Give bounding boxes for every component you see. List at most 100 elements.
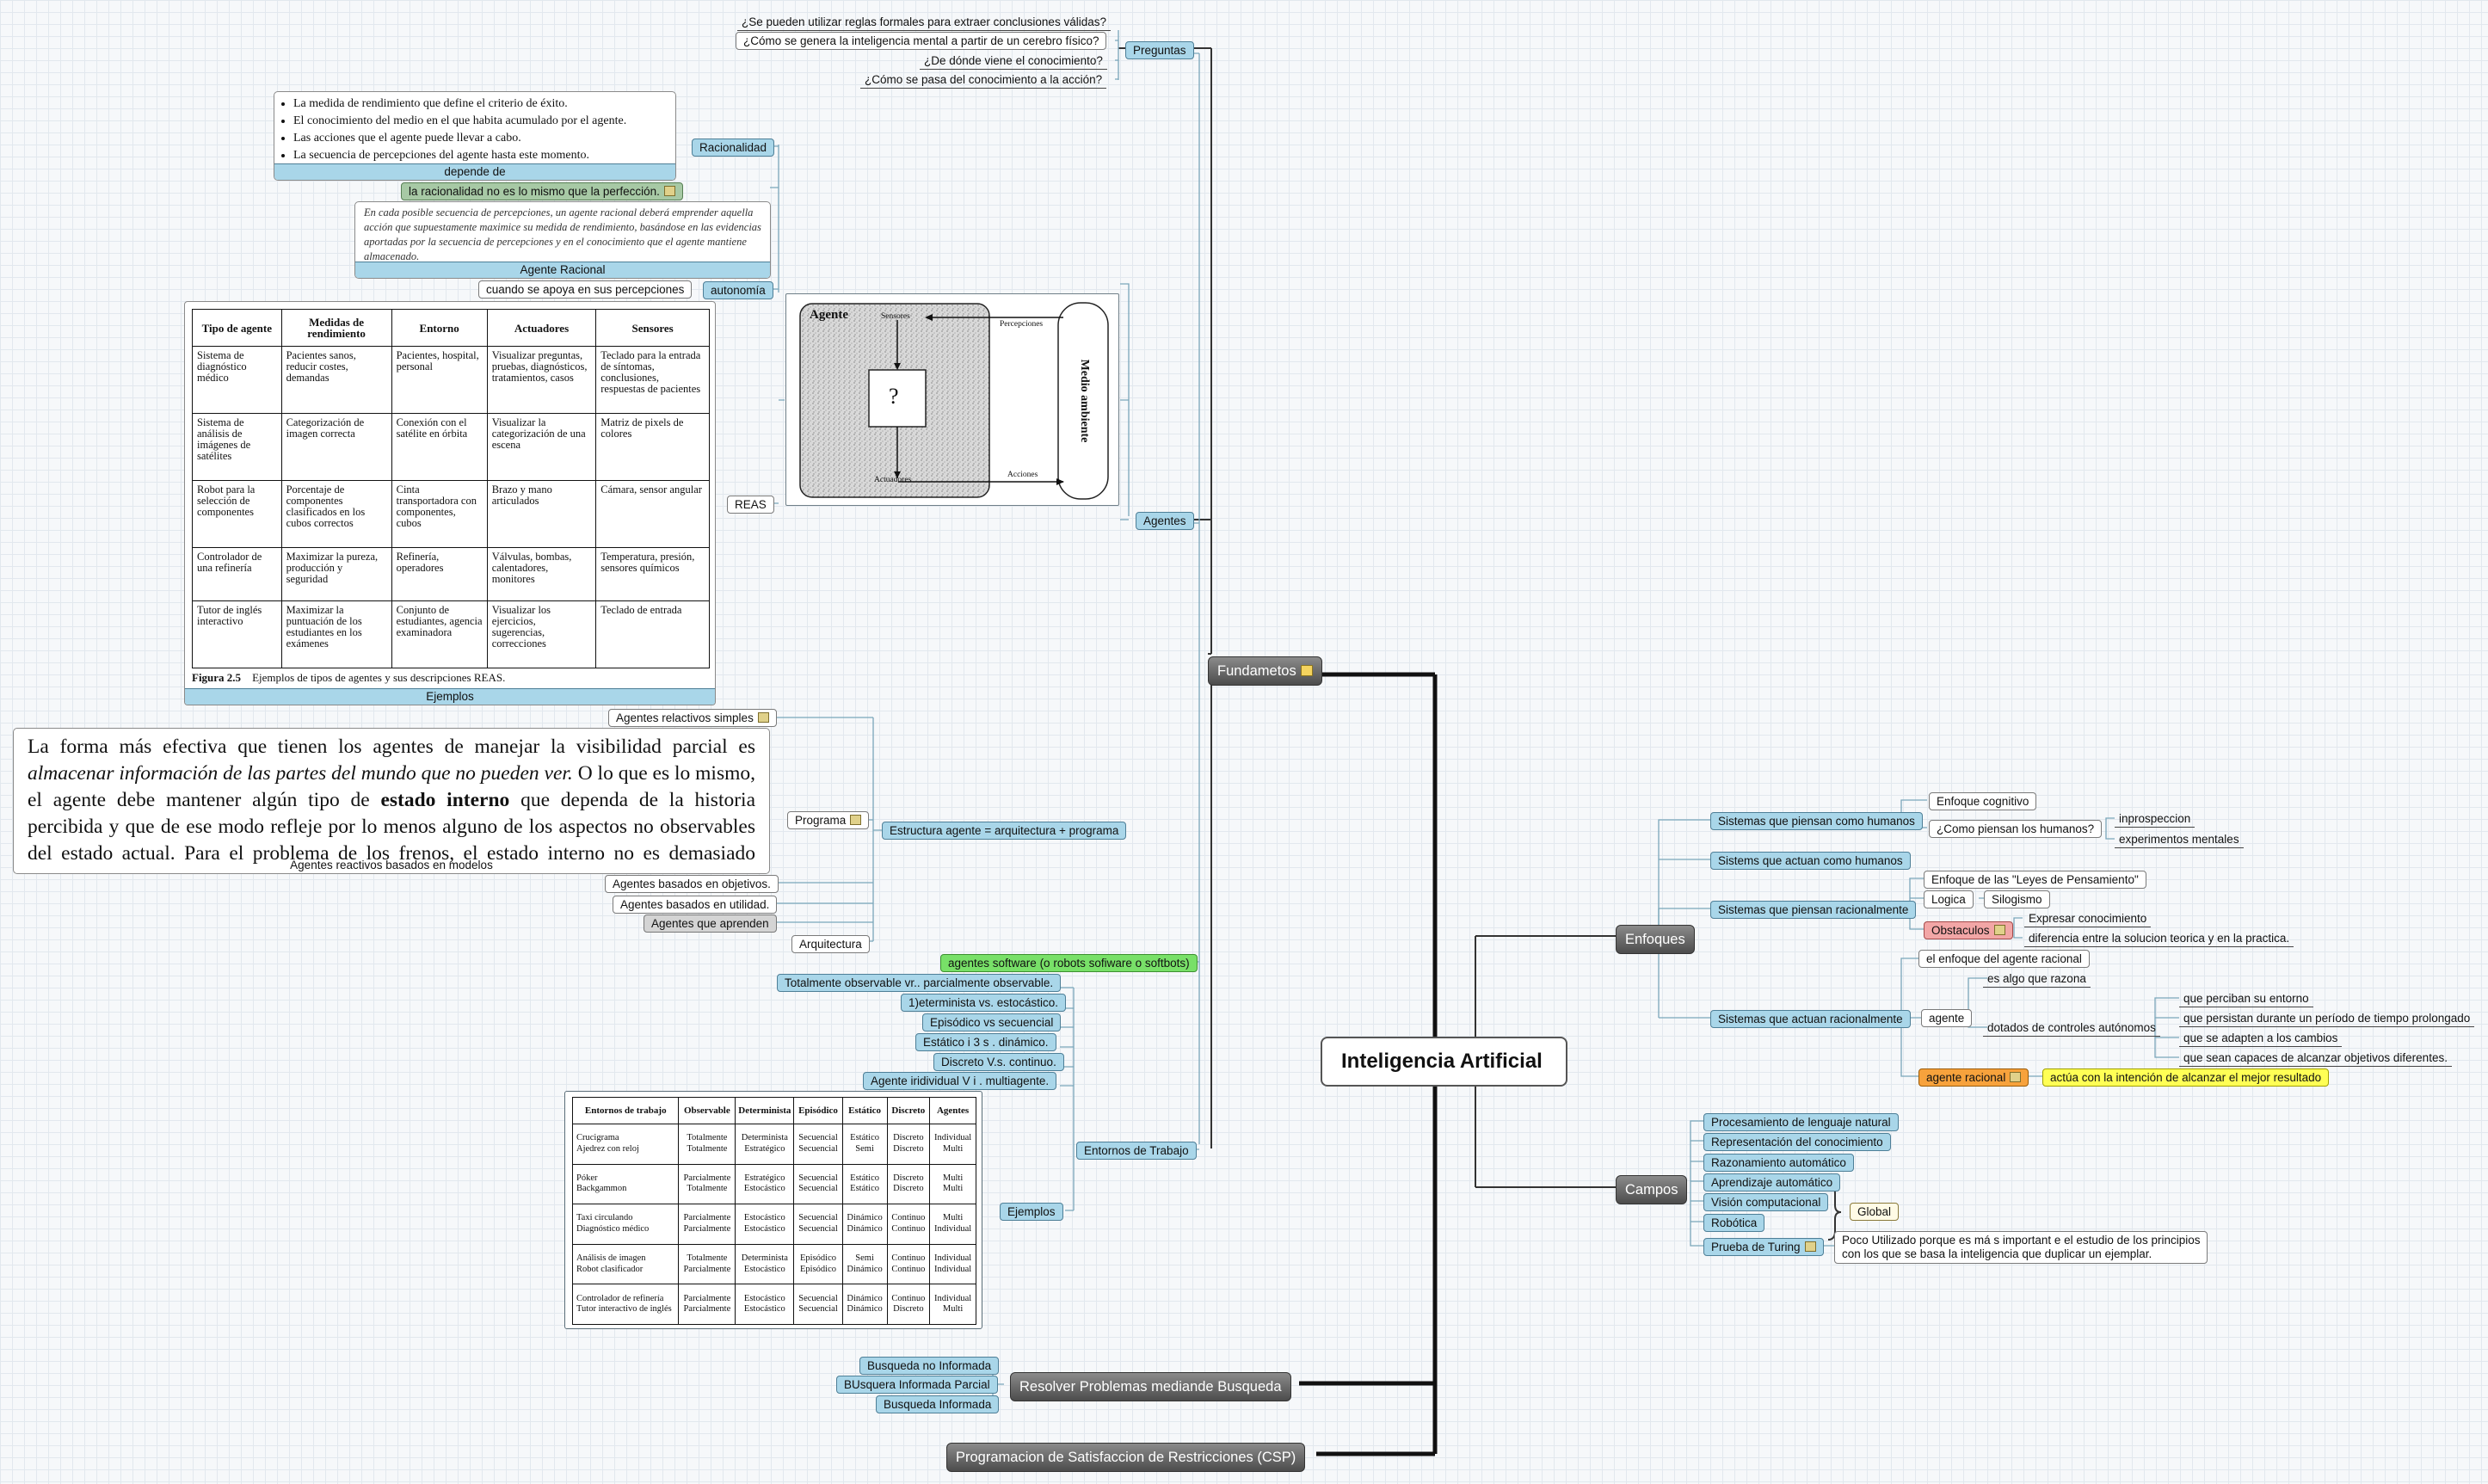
campo-representacion[interactable]: Representación del conocimiento xyxy=(1703,1133,1891,1151)
pregunta-1[interactable]: ¿Se pueden utilizar reglas formales para… xyxy=(737,14,1111,31)
note-icon[interactable] xyxy=(757,712,769,723)
agentes-node[interactable]: Agentes xyxy=(1136,512,1194,530)
el-enfoque-node[interactable]: el enfoque del agente racional xyxy=(1918,950,2090,968)
entorno-item-6[interactable]: Agente iridividual V i . multiagente. xyxy=(863,1072,1057,1090)
ejemplos-node[interactable]: Ejemplos xyxy=(1000,1203,1063,1221)
env-cell-line: Multi xyxy=(942,1143,964,1154)
table-row: Sistema de análisis de imágenes de satél… xyxy=(192,413,710,482)
env-cell-line: Totalmente xyxy=(687,1143,728,1154)
capaces-node[interactable]: que sean capaces de alcanzar objetivos d… xyxy=(2179,1050,2452,1067)
utilidad-node[interactable]: Agentes basados en utilidad. xyxy=(613,896,778,914)
autonomia-child[interactable]: cuando se apoya en sus percepciones xyxy=(478,280,693,299)
env-cell-line: Secuencial xyxy=(798,1184,838,1194)
experimentos-node[interactable]: experimentos mentales xyxy=(2115,831,2244,848)
reas-cell: Teclado para la entrada de síntomas, con… xyxy=(595,345,710,415)
obstaculos-node[interactable]: Obstaculos xyxy=(1924,921,2013,939)
programa-node[interactable]: Programa xyxy=(787,811,870,829)
perfeccion-node[interactable]: la racionalidad no es lo mismo que la pe… xyxy=(401,182,683,200)
software-node[interactable]: agentes software (o robots sofiware o so… xyxy=(940,954,1198,972)
como-piensan-node[interactable]: ¿Como piensan los humanos? xyxy=(1929,820,2103,838)
campo-razonamiento[interactable]: Razonamiento automático xyxy=(1703,1154,1854,1172)
diferencia-node[interactable]: diferencia entre la solucion teorica y e… xyxy=(2024,930,2294,947)
dotados-node[interactable]: dotados de controles autónomos xyxy=(1983,1019,2160,1037)
env-cell-line: Estratégico xyxy=(744,1173,785,1183)
env-cell-line: Determinista xyxy=(741,1253,788,1264)
note-icon[interactable] xyxy=(1300,665,1313,676)
campo-vision[interactable]: Visión computacional xyxy=(1703,1193,1829,1211)
branch-fundamentos[interactable]: Fundametos xyxy=(1208,656,1322,686)
entorno-item-1[interactable]: Totalmente observable vr.. parcialmente … xyxy=(777,974,1062,992)
env-cell-line: Multi xyxy=(942,1184,964,1194)
note-icon[interactable] xyxy=(1993,925,2005,935)
actuan-racionalmente-node[interactable]: Sistemas que actuan racionalmente xyxy=(1710,1010,1911,1028)
inprospeccion-node[interactable]: inprospeccion xyxy=(2115,810,2195,828)
campo-aprendizaje[interactable]: Aprendizaje automático xyxy=(1703,1173,1841,1192)
reas-node[interactable]: REAS xyxy=(727,496,774,514)
racionalidad-node[interactable]: Racionalidad xyxy=(692,139,775,157)
turing-note-node[interactable]: Poco Utilizado porque es má s important … xyxy=(1834,1231,2208,1264)
busqueda-informada[interactable]: Busqueda Informada xyxy=(876,1395,1000,1413)
entorno-item-2[interactable]: 1)eterminista vs. estocástico. xyxy=(901,994,1067,1012)
estructura-node[interactable]: Estructura agente = arquitectura + progr… xyxy=(882,822,1127,840)
perciban-node[interactable]: que perciban su entorno xyxy=(2179,990,2313,1007)
entorno-item-5[interactable]: Discreto V.s. continuo. xyxy=(933,1053,1064,1071)
branch-campos[interactable]: Campos xyxy=(1616,1175,1688,1204)
agente-racional-label: agente racional xyxy=(1926,1071,2006,1084)
reas-header: Entorno xyxy=(391,309,488,347)
pregunta-2[interactable]: ¿Cómo se genera la inteligencia mental a… xyxy=(736,32,1107,50)
agente-node[interactable]: agente xyxy=(1921,1009,1973,1027)
preguntas-node[interactable]: Preguntas xyxy=(1125,41,1194,59)
persistan-node[interactable]: que persistan durante un período de tiem… xyxy=(2179,1010,2475,1027)
reas-table: Tipo de agente Medidas de rendimiento En… xyxy=(192,309,710,669)
razona-node[interactable]: es algo que razona xyxy=(1983,970,2091,988)
note-icon[interactable] xyxy=(850,815,862,825)
busqueda-informada-parcial[interactable]: BUsquera Informada Parcial xyxy=(836,1376,998,1394)
env-cell-line: Diagnóstico médico xyxy=(576,1223,650,1234)
pregunta-4[interactable]: ¿Cómo se pasa del conocimiento a la acci… xyxy=(860,71,1107,89)
reactivos-simples-node[interactable]: Agentes relactivos simples xyxy=(608,709,777,727)
entornos-node[interactable]: Entornos de Trabajo xyxy=(1076,1142,1197,1160)
objetivos-node[interactable]: Agentes basados en objetivos. xyxy=(605,875,779,893)
piensan-racionalmente-node[interactable]: Sistemas que piensan racionalmente xyxy=(1710,901,1917,919)
note-icon[interactable] xyxy=(1804,1241,1816,1252)
actua-node[interactable]: actúa con la intención de alcanzar el me… xyxy=(2042,1068,2330,1087)
branch-csp[interactable]: Programacion de Satisfaccion de Restricc… xyxy=(946,1443,1306,1472)
env-cell-line: Análisis de imagen xyxy=(576,1253,646,1264)
reactivos-modelo-text: La forma más efectiva que tienen los age… xyxy=(14,729,769,873)
pregunta-3[interactable]: ¿De dónde viene el conocimiento? xyxy=(920,52,1107,70)
env-cell-line: Continuo xyxy=(891,1264,926,1274)
env-cell-line: Backgammon xyxy=(576,1184,627,1194)
actuan-como-humanos-node[interactable]: Sistems que actuan como humanos xyxy=(1710,852,1911,870)
campo-robotica[interactable]: Robótica xyxy=(1703,1214,1765,1232)
note-icon[interactable] xyxy=(2010,1072,2022,1082)
env-cell-line: Póker xyxy=(576,1173,598,1183)
arquitectura-node[interactable]: Arquitectura xyxy=(791,935,870,953)
enfoque-cognitivo-node[interactable]: Enfoque cognitivo xyxy=(1929,792,2037,810)
entorno-item-4[interactable]: Estático i 3 s . dinámico. xyxy=(915,1033,1056,1051)
entorno-item-3[interactable]: Episódico vs secuencial xyxy=(922,1013,1062,1031)
logica-node[interactable]: Logica xyxy=(1924,890,1974,908)
central-topic[interactable]: Inteligencia Artificial xyxy=(1321,1037,1567,1087)
aprenden-node[interactable]: Agentes que aprenden xyxy=(644,914,777,933)
silogismo-node[interactable]: Silogismo xyxy=(1984,890,2050,908)
branch-resolver[interactable]: Resolver Problemas mediande Busqueda xyxy=(1010,1372,1291,1401)
agente-racional-node[interactable]: agente racional xyxy=(1918,1068,2029,1087)
expresar-node[interactable]: Expresar conocimiento xyxy=(2024,910,2152,927)
busqueda-no-informada[interactable]: Busqueda no Informada xyxy=(859,1357,1000,1375)
autonomia-node[interactable]: autonomía xyxy=(703,281,773,299)
adapten-node[interactable]: que se adapten a los cambios xyxy=(2179,1030,2343,1047)
prueba-turing-node[interactable]: Prueba de Turing xyxy=(1703,1238,1824,1256)
branch-enfoques[interactable]: Enfoques xyxy=(1616,925,1695,954)
agente-diagram-svg xyxy=(799,302,1109,500)
piensan-como-humanos-node[interactable]: Sistemas que piensan como humanos xyxy=(1710,812,1923,830)
global-boundary-label[interactable]: Global xyxy=(1850,1203,1900,1221)
leyes-pensamiento-node[interactable]: Enfoque de las "Leyes de Pensamiento" xyxy=(1924,871,2146,889)
note-icon[interactable] xyxy=(663,186,675,196)
campo-pln[interactable]: Procesamiento de lenguaje natural xyxy=(1703,1113,1899,1131)
